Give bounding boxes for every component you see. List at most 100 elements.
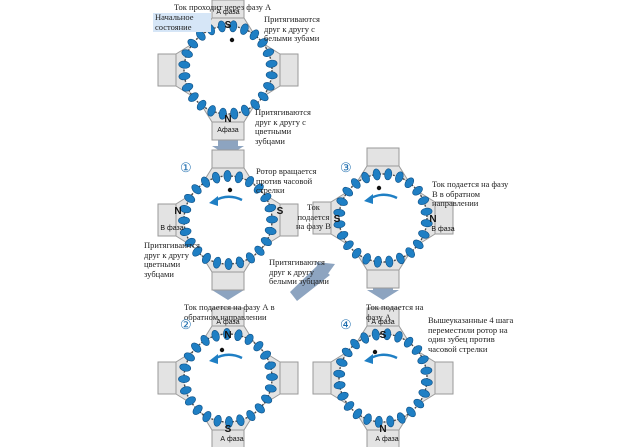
- motor-step4-reference-dot: [372, 349, 378, 355]
- motor-initial-tooth: [207, 105, 216, 117]
- motor-initial-tooth: [178, 60, 191, 69]
- motor-step2-tooth: [264, 361, 276, 370]
- motor-step2-tooth: [183, 352, 195, 362]
- motor-initial-tooth: [187, 38, 199, 49]
- motor-step1-tooth: [245, 252, 255, 264]
- motor-initial-tooth: [257, 38, 268, 48]
- top-title: Ток проходит через фазу А: [174, 2, 272, 12]
- motor-step4-tooth: [371, 328, 380, 341]
- motor-step4-tooth: [336, 358, 348, 367]
- motor-step2-tooth: [260, 350, 272, 360]
- motor-step3-tooth: [404, 177, 415, 189]
- motor-step2-tooth: [246, 410, 256, 422]
- step-number-4: ④: [340, 317, 352, 332]
- motor-step4-tooth: [350, 338, 360, 350]
- motor-step3-tooth: [336, 231, 349, 240]
- motor-initial-tooth: [265, 59, 278, 68]
- motor-step2-tooth: [178, 375, 190, 383]
- motor-step3-tooth: [362, 253, 371, 265]
- motor-step1-pole-n: N: [174, 206, 181, 217]
- motor-step1-tooth: [223, 170, 232, 182]
- transition-arrow-top: [212, 140, 244, 156]
- motor-step4-tooth: [363, 413, 372, 425]
- motor-step4-tooth: [333, 381, 346, 390]
- motor-step3-tooth: [412, 239, 424, 250]
- step4-summary-label: Вышеуказанные 4 шага переместили ротор н…: [428, 315, 514, 354]
- motor-step4-tooth: [420, 366, 433, 375]
- motor-step3-tooth: [405, 247, 415, 258]
- motor-step3-tooth: [396, 252, 405, 265]
- motor-initial-tooth: [217, 20, 226, 33]
- motor-step1-tooth: [235, 256, 244, 269]
- motor-step3-tooth: [420, 207, 433, 216]
- motor-step4-pole-s: S: [380, 330, 387, 341]
- motor-step1-tooth: [179, 205, 192, 214]
- motor-step2-reference-dot: [219, 347, 225, 353]
- motor-step4-rotor: [338, 333, 428, 423]
- motor-step3-tooth: [336, 197, 348, 206]
- motor-step4-tooth: [417, 355, 429, 365]
- motor-step4-tooth: [343, 401, 355, 411]
- motor-initial-pole-n: N: [224, 114, 231, 125]
- motor-step2-pole-s: S: [225, 424, 232, 435]
- motor-step2-pole-n: N: [224, 330, 231, 341]
- motor-step3-tooth: [351, 247, 362, 259]
- motor-step3-tooth: [343, 240, 354, 250]
- motor-step3-rotor: [338, 173, 428, 263]
- initial-state-label: Начальное состояние: [153, 12, 211, 32]
- motor-step1-tooth: [184, 237, 196, 247]
- motor-step3-tooth: [333, 220, 346, 229]
- motor-step3-tooth: [418, 230, 430, 239]
- motor-step4-tooth: [396, 412, 406, 424]
- motor-step3-tooth: [361, 171, 370, 184]
- motor-initial-tooth: [265, 71, 278, 80]
- step1-current-b-label: Ток подается на фазу В: [296, 202, 331, 231]
- step3-current-label: Ток подается на фазу В в обратном направ…: [432, 179, 509, 208]
- motor-initial-tooth: [240, 23, 249, 35]
- motor-step1-tooth: [253, 183, 264, 194]
- motor-step2-tooth: [264, 384, 277, 393]
- motor-step4-rotation-arrowhead: [364, 354, 373, 364]
- step-number-2: ②: [180, 317, 192, 332]
- mid-attract-white-label: Притягиваются друг к другу белыми зубцам…: [269, 257, 329, 286]
- motor-step1-tooth: [201, 252, 211, 264]
- motor-step1-tooth: [245, 176, 255, 188]
- motor-step3-rotation-arrowhead: [364, 194, 373, 204]
- motor-step1-pole-s: S: [277, 206, 284, 217]
- motor-step4-phase-a-top: А фаза: [371, 319, 394, 326]
- motor-step4-tooth: [374, 415, 383, 428]
- motor-step4-tooth: [352, 408, 363, 420]
- motor-initial-phase-a-bottom: Афаза: [217, 127, 239, 134]
- motor-initial-tooth: [188, 92, 199, 102]
- motor-step4-phase-a-bottom: А фаза: [375, 436, 398, 443]
- motor-step4-tooth: [337, 391, 349, 401]
- motor-step4-tooth: [406, 406, 416, 418]
- motor-step2-rotation-arrowhead: [209, 354, 218, 364]
- motor-step4-tooth: [418, 389, 430, 398]
- motor-initial-tooth: [196, 99, 207, 111]
- motor-initial-tooth: [178, 72, 191, 81]
- motor-step2-tooth: [200, 334, 210, 346]
- motor-step4-tooth: [383, 328, 392, 341]
- transition-arrow-diagonal-head: [316, 262, 335, 282]
- motor-step1-tooth: [191, 184, 202, 195]
- motor-step4-tooth: [420, 378, 433, 387]
- motor-initial-tooth: [181, 83, 194, 92]
- motor-step2-tooth: [192, 404, 203, 415]
- motor-step3-tooth: [351, 178, 361, 189]
- motor-initial-reference-dot: [229, 37, 235, 43]
- motor-step2-tooth: [261, 394, 273, 404]
- motor-step4-tooth: [403, 336, 414, 348]
- motor-step2-tooth: [234, 329, 243, 342]
- motor-step4-tooth: [413, 398, 425, 409]
- motor-step1-tooth: [260, 237, 272, 247]
- motor-step2-tooth: [266, 373, 278, 381]
- attract-white-label-top: Притягиваются друг к другу с белыми зуба…: [264, 14, 320, 43]
- motor-initial-tooth: [218, 107, 227, 120]
- motor-step1-tooth: [260, 193, 272, 203]
- motor-step1-tooth: [213, 256, 222, 269]
- motor-step3-phase-b: В фаза: [431, 226, 454, 233]
- motor-step2-tooth: [180, 386, 192, 395]
- motor-step3-tooth: [333, 208, 346, 217]
- step-number-3: ③: [340, 160, 352, 175]
